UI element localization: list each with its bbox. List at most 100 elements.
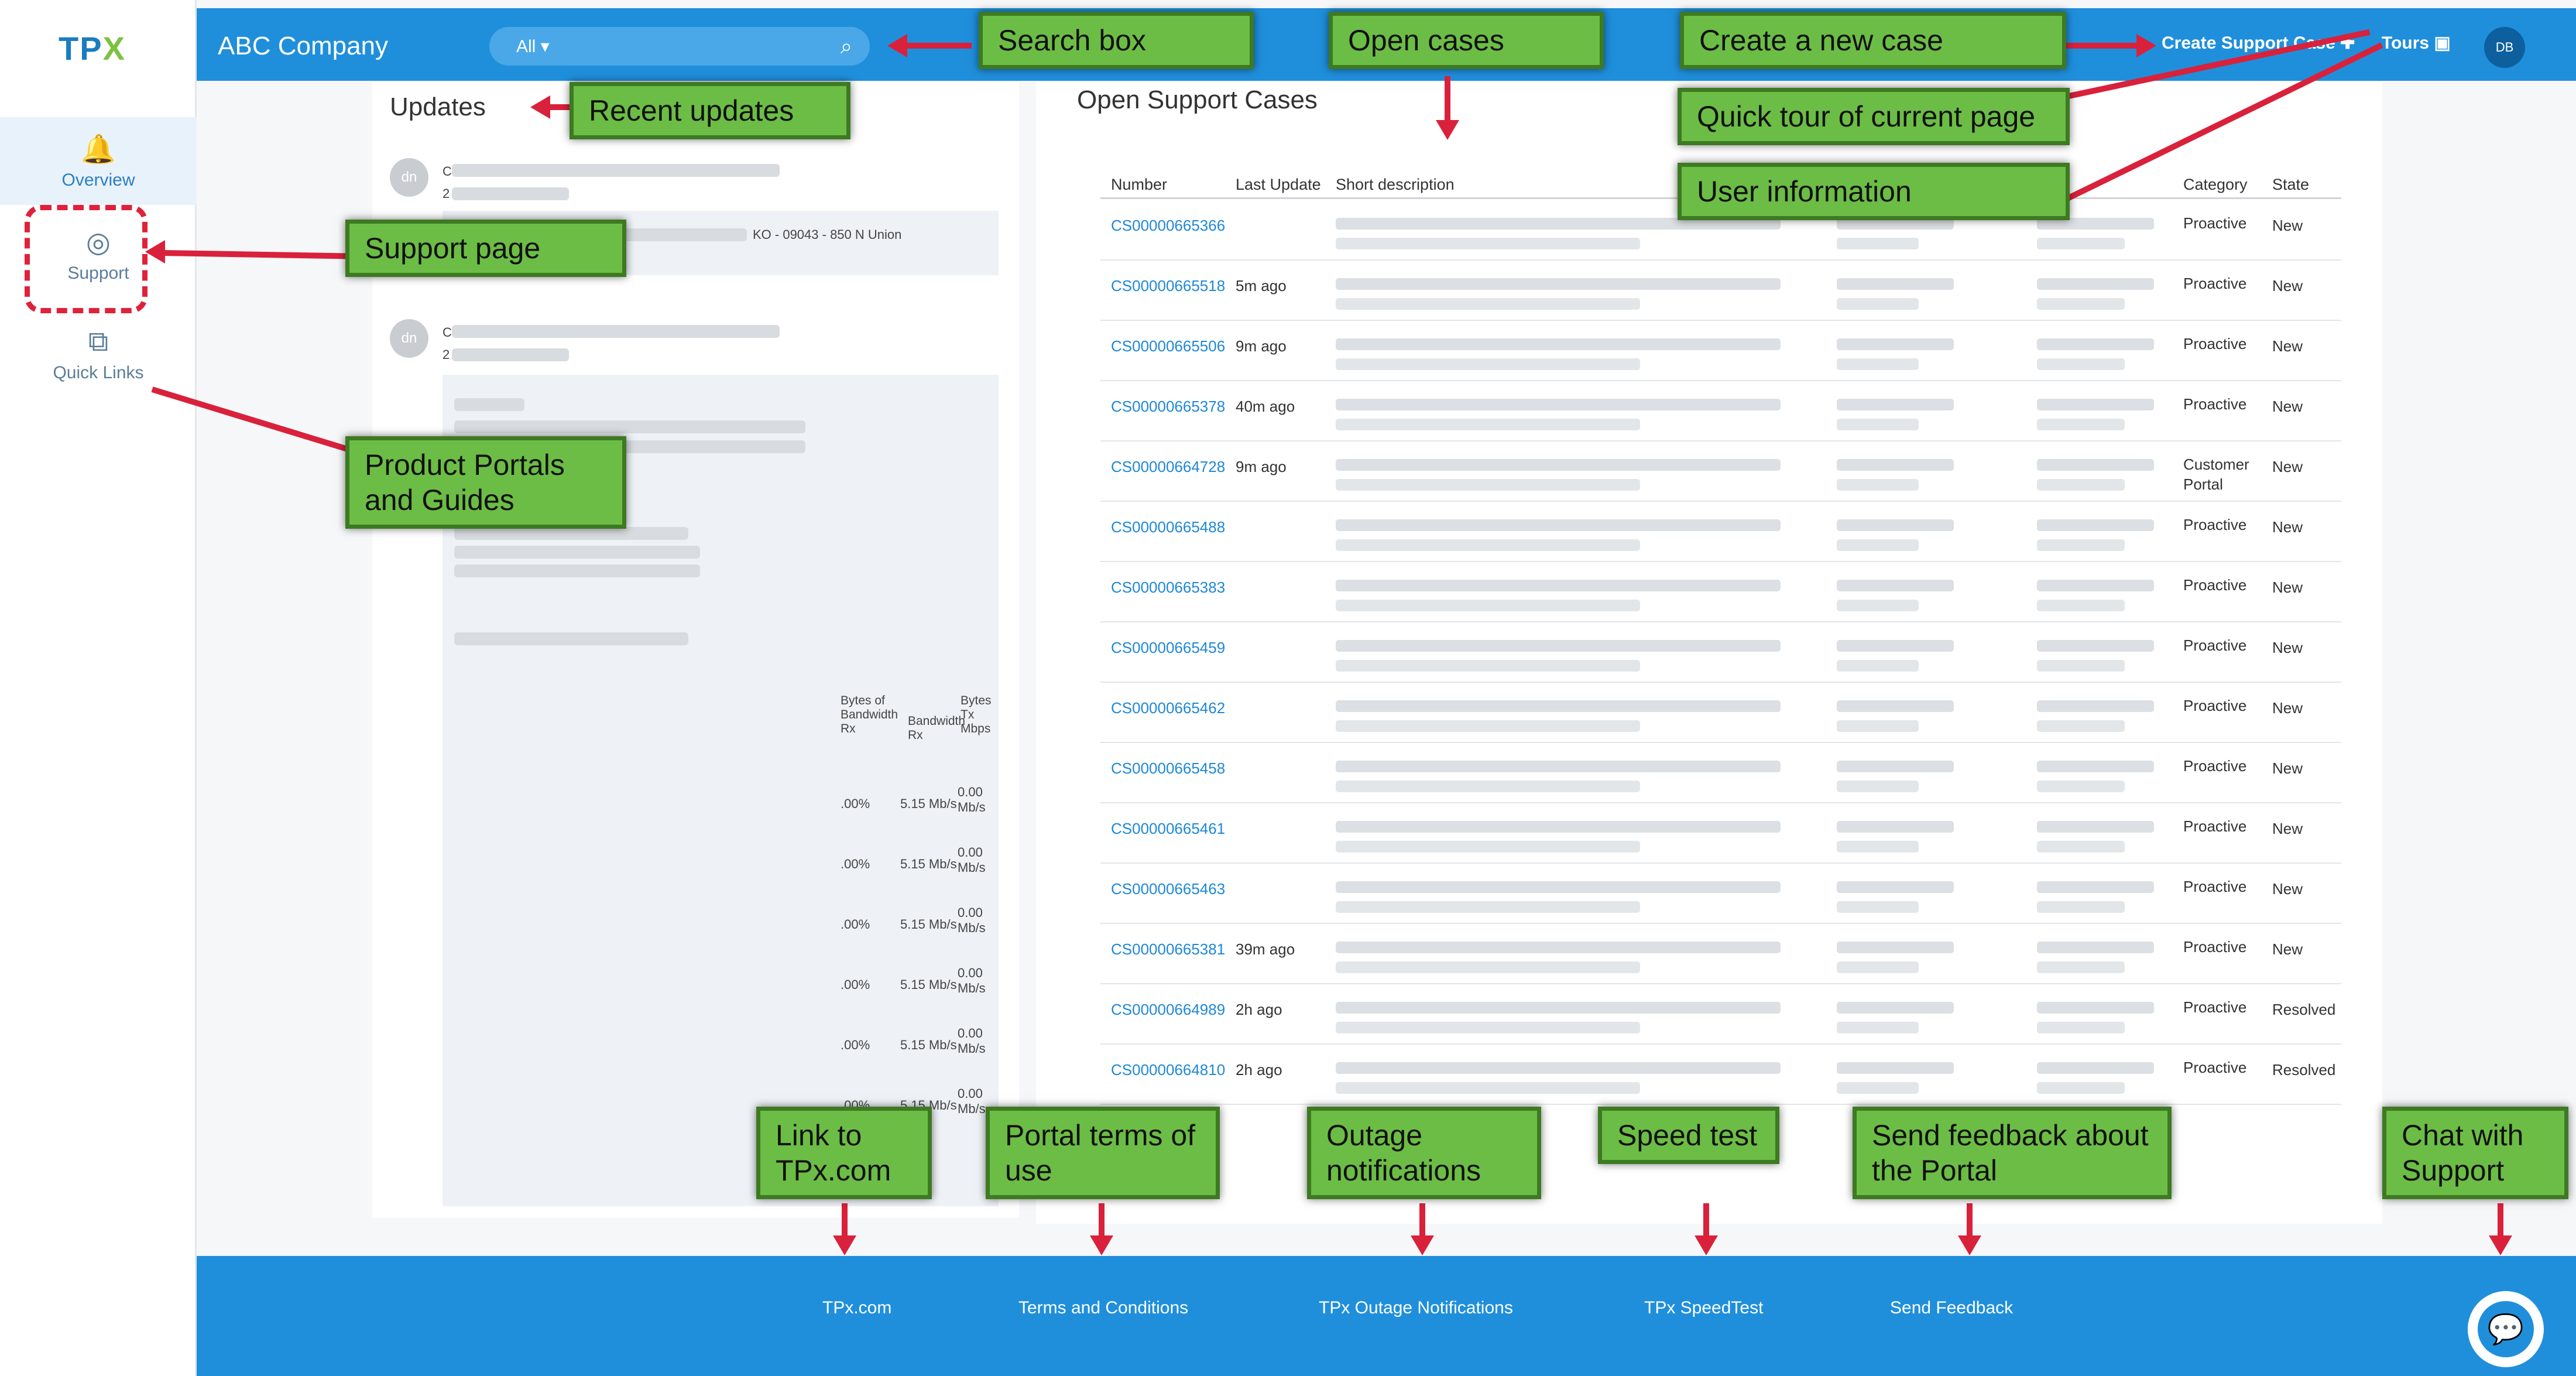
footer-link-feedback[interactable]: Send Feedback — [1890, 1298, 2014, 1317]
chat-button[interactable]: 💬 — [2468, 1291, 2544, 1367]
case-number-link[interactable]: CS00000665461 — [1111, 820, 1226, 837]
case-category: Proactive — [2183, 636, 2247, 654]
support-highlight-box — [25, 205, 148, 313]
search-scope-dropdown[interactable]: All ▾ — [516, 37, 550, 56]
redacted-text — [1336, 358, 1640, 370]
redacted-text — [1336, 338, 1781, 350]
redacted-text — [1336, 1082, 1640, 1094]
annotation-arrow — [1419, 1203, 1425, 1250]
case-number-link[interactable]: CS00000665458 — [1111, 759, 1226, 777]
update-cell: 5.15 Mb/s — [900, 917, 957, 932]
col-category[interactable]: Category — [2183, 176, 2248, 193]
update-cell: .00% — [841, 977, 870, 992]
redacted-text — [1336, 640, 1781, 652]
redacted-text — [2037, 700, 2154, 712]
redacted-text — [1837, 298, 1919, 310]
update-cell: 5.15 Mb/s — [900, 977, 957, 992]
col-last-update[interactable]: Last Update — [1236, 176, 1321, 193]
footer-link-tpx[interactable]: TPx.com — [822, 1298, 892, 1317]
case-number-link[interactable]: CS00000664810 — [1111, 1061, 1226, 1079]
tours-button[interactable]: Tours ▣ — [2382, 33, 2451, 53]
case-state: New — [2272, 759, 2303, 777]
redacted-text — [1837, 278, 1954, 290]
case-category: Proactive — [2183, 275, 2247, 292]
annotation-arrow-head — [145, 240, 165, 263]
footer-link-speedtest[interactable]: TPx SpeedTest — [1644, 1298, 1764, 1317]
annotation-arrow — [2498, 1203, 2503, 1250]
annotation-arrow — [1703, 1203, 1709, 1250]
col-state[interactable]: State — [2272, 176, 2310, 193]
redacted-text — [1837, 700, 1954, 712]
case-number-link[interactable]: CS00000665366 — [1111, 217, 1226, 234]
case-number-link[interactable]: CS00000665459 — [1111, 639, 1226, 656]
update-col-header: Bytes of Bandwidth Rx — [841, 694, 898, 735]
case-last-update: 9m ago — [1236, 458, 1287, 475]
case-last-update: 40m ago — [1236, 398, 1295, 415]
redacted-text — [1336, 539, 1640, 551]
case-number-link[interactable]: CS00000665378 — [1111, 398, 1226, 415]
case-number-link[interactable]: CS00000665383 — [1111, 579, 1226, 596]
case-number-link[interactable]: CS00000664989 — [1111, 1001, 1226, 1018]
search-box[interactable]: All ▾ ⌕ — [489, 27, 870, 66]
tours-label: Tours — [2382, 33, 2430, 53]
search-icon[interactable]: ⌕ — [840, 34, 852, 58]
annotation-arrow — [842, 1203, 848, 1250]
user-avatar[interactable]: DB — [2484, 27, 2525, 68]
redacted-text — [2037, 961, 2125, 973]
case-number-link[interactable]: CS00000665488 — [1111, 518, 1226, 536]
logo-x: X — [102, 30, 126, 67]
redacted-text — [1837, 881, 1954, 893]
case-number-link[interactable]: CS00000664728 — [1111, 458, 1226, 475]
nav-item-quick-links[interactable]: ⧉ Quick Links — [0, 310, 197, 398]
case-state: New — [2272, 880, 2303, 898]
redacted-text — [1336, 761, 1781, 772]
case-number-link[interactable]: CS00000665463 — [1111, 880, 1226, 898]
chat-bubble-icon: 💬 — [2478, 1301, 2534, 1357]
case-number-link[interactable]: CS00000665381 — [1111, 940, 1226, 958]
case-category: Proactive — [2183, 516, 2247, 533]
redacted-text — [1336, 841, 1640, 853]
redacted-text — [2037, 399, 2154, 410]
nav-item-support[interactable]: ◎ Support — [0, 211, 197, 299]
case-number-link[interactable]: CS00000665518 — [1111, 277, 1226, 295]
redacted-text — [1336, 298, 1640, 310]
col-short-description[interactable]: Short description — [1336, 176, 1455, 193]
case-category: Proactive — [2183, 757, 2247, 775]
col-number[interactable]: Number — [1111, 176, 1168, 193]
annotation-arrow-head — [530, 95, 550, 119]
callout-product-portals: Product Portals and Guides — [345, 436, 626, 529]
footer-link-outage[interactable]: TPx Outage Notifications — [1319, 1298, 1513, 1317]
redacted-text — [1837, 1062, 1954, 1074]
case-number-link[interactable]: CS00000665506 — [1111, 337, 1226, 355]
annotation-arrow-head — [1411, 1235, 1434, 1255]
footer-link-terms[interactable]: Terms and Conditions — [1018, 1298, 1189, 1317]
redacted-text — [1336, 700, 1781, 712]
lifebuoy-icon: ◎ — [86, 227, 111, 258]
case-state: New — [2272, 820, 2303, 837]
nav-item-overview[interactable]: 🔔 Overview — [0, 117, 197, 205]
tpx-logo[interactable]: TPX — [59, 29, 126, 67]
annotation-arrow — [2063, 43, 2139, 49]
redacted-text — [2037, 1082, 2125, 1094]
table-row[interactable]: CS00000665458 Proactive New — [1100, 743, 2341, 803]
case-number-link[interactable]: CS00000665462 — [1111, 699, 1226, 717]
side-nav: TPX 🔔 Overview ◎ Support ⧉ Quick Links — [0, 0, 197, 1376]
redacted-text — [1336, 1062, 1781, 1074]
tour-icon: ▣ — [2434, 33, 2451, 53]
update-cell: 0.00 Mb/s — [958, 1026, 986, 1056]
update-text-blur — [454, 546, 700, 559]
